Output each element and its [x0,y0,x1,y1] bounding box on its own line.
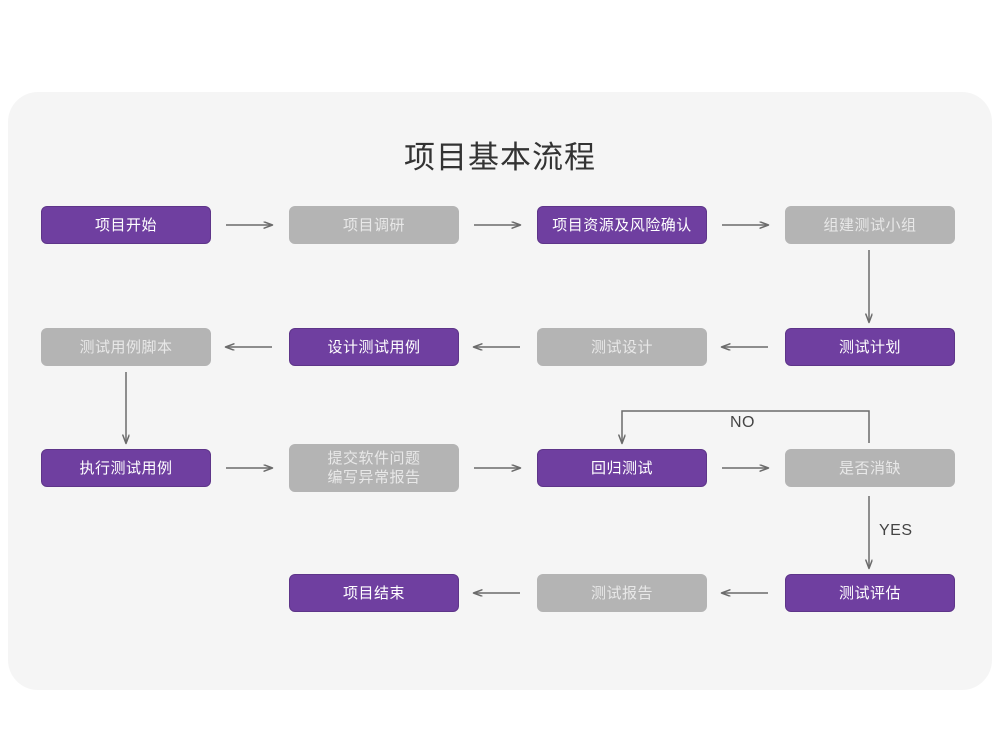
node-regression-test[interactable]: 回归测试 [537,449,707,487]
node-test-case-script[interactable]: 测试用例脚本 [41,328,211,366]
node-submit-issues-report[interactable]: 提交软件问题 编写异常报告 [289,444,459,492]
edge-label-yes: YES [879,522,913,539]
node-test-design[interactable]: 测试设计 [537,328,707,366]
edge-label-no: NO [730,414,755,431]
node-design-test-cases[interactable]: 设计测试用例 [289,328,459,366]
node-test-report[interactable]: 测试报告 [537,574,707,612]
node-project-start[interactable]: 项目开始 [41,206,211,244]
node-test-plan[interactable]: 测试计划 [785,328,955,366]
node-project-research[interactable]: 项目调研 [289,206,459,244]
node-project-end[interactable]: 项目结束 [289,574,459,612]
node-resource-risk-confirm[interactable]: 项目资源及风险确认 [537,206,707,244]
node-defect-cleared[interactable]: 是否消缺 [785,449,955,487]
node-test-evaluation[interactable]: 测试评估 [785,574,955,612]
node-form-test-team[interactable]: 组建测试小组 [785,206,955,244]
page-title: 项目基本流程 [404,140,596,175]
node-execute-test-cases[interactable]: 执行测试用例 [41,449,211,487]
